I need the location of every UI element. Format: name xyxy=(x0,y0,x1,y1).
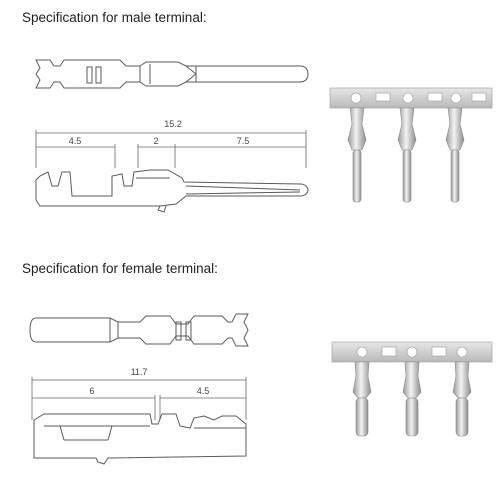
male-side-view xyxy=(35,169,309,213)
male-dim-b: 2 xyxy=(153,136,158,146)
female-terminal-heading: Specification for female terminal: xyxy=(22,261,218,276)
male-dim-total: 15.2 xyxy=(164,119,182,129)
female-dim-b: 4.5 xyxy=(197,386,210,396)
male-terminal-photo xyxy=(329,87,493,203)
male-dim-c: 7.5 xyxy=(237,136,250,146)
female-terminal-photo xyxy=(331,341,493,437)
female-dim-total: 11.7 xyxy=(131,367,148,377)
female-dim-a: 6 xyxy=(89,386,94,396)
male-dim-a: 4.5 xyxy=(69,136,82,146)
female-dimension-lines xyxy=(31,377,247,420)
female-side-view xyxy=(33,413,247,465)
female-top-view xyxy=(29,313,249,347)
male-dimension-lines xyxy=(35,130,307,168)
male-top-view xyxy=(35,59,309,89)
male-terminal-heading: Specification for male terminal: xyxy=(22,10,207,25)
